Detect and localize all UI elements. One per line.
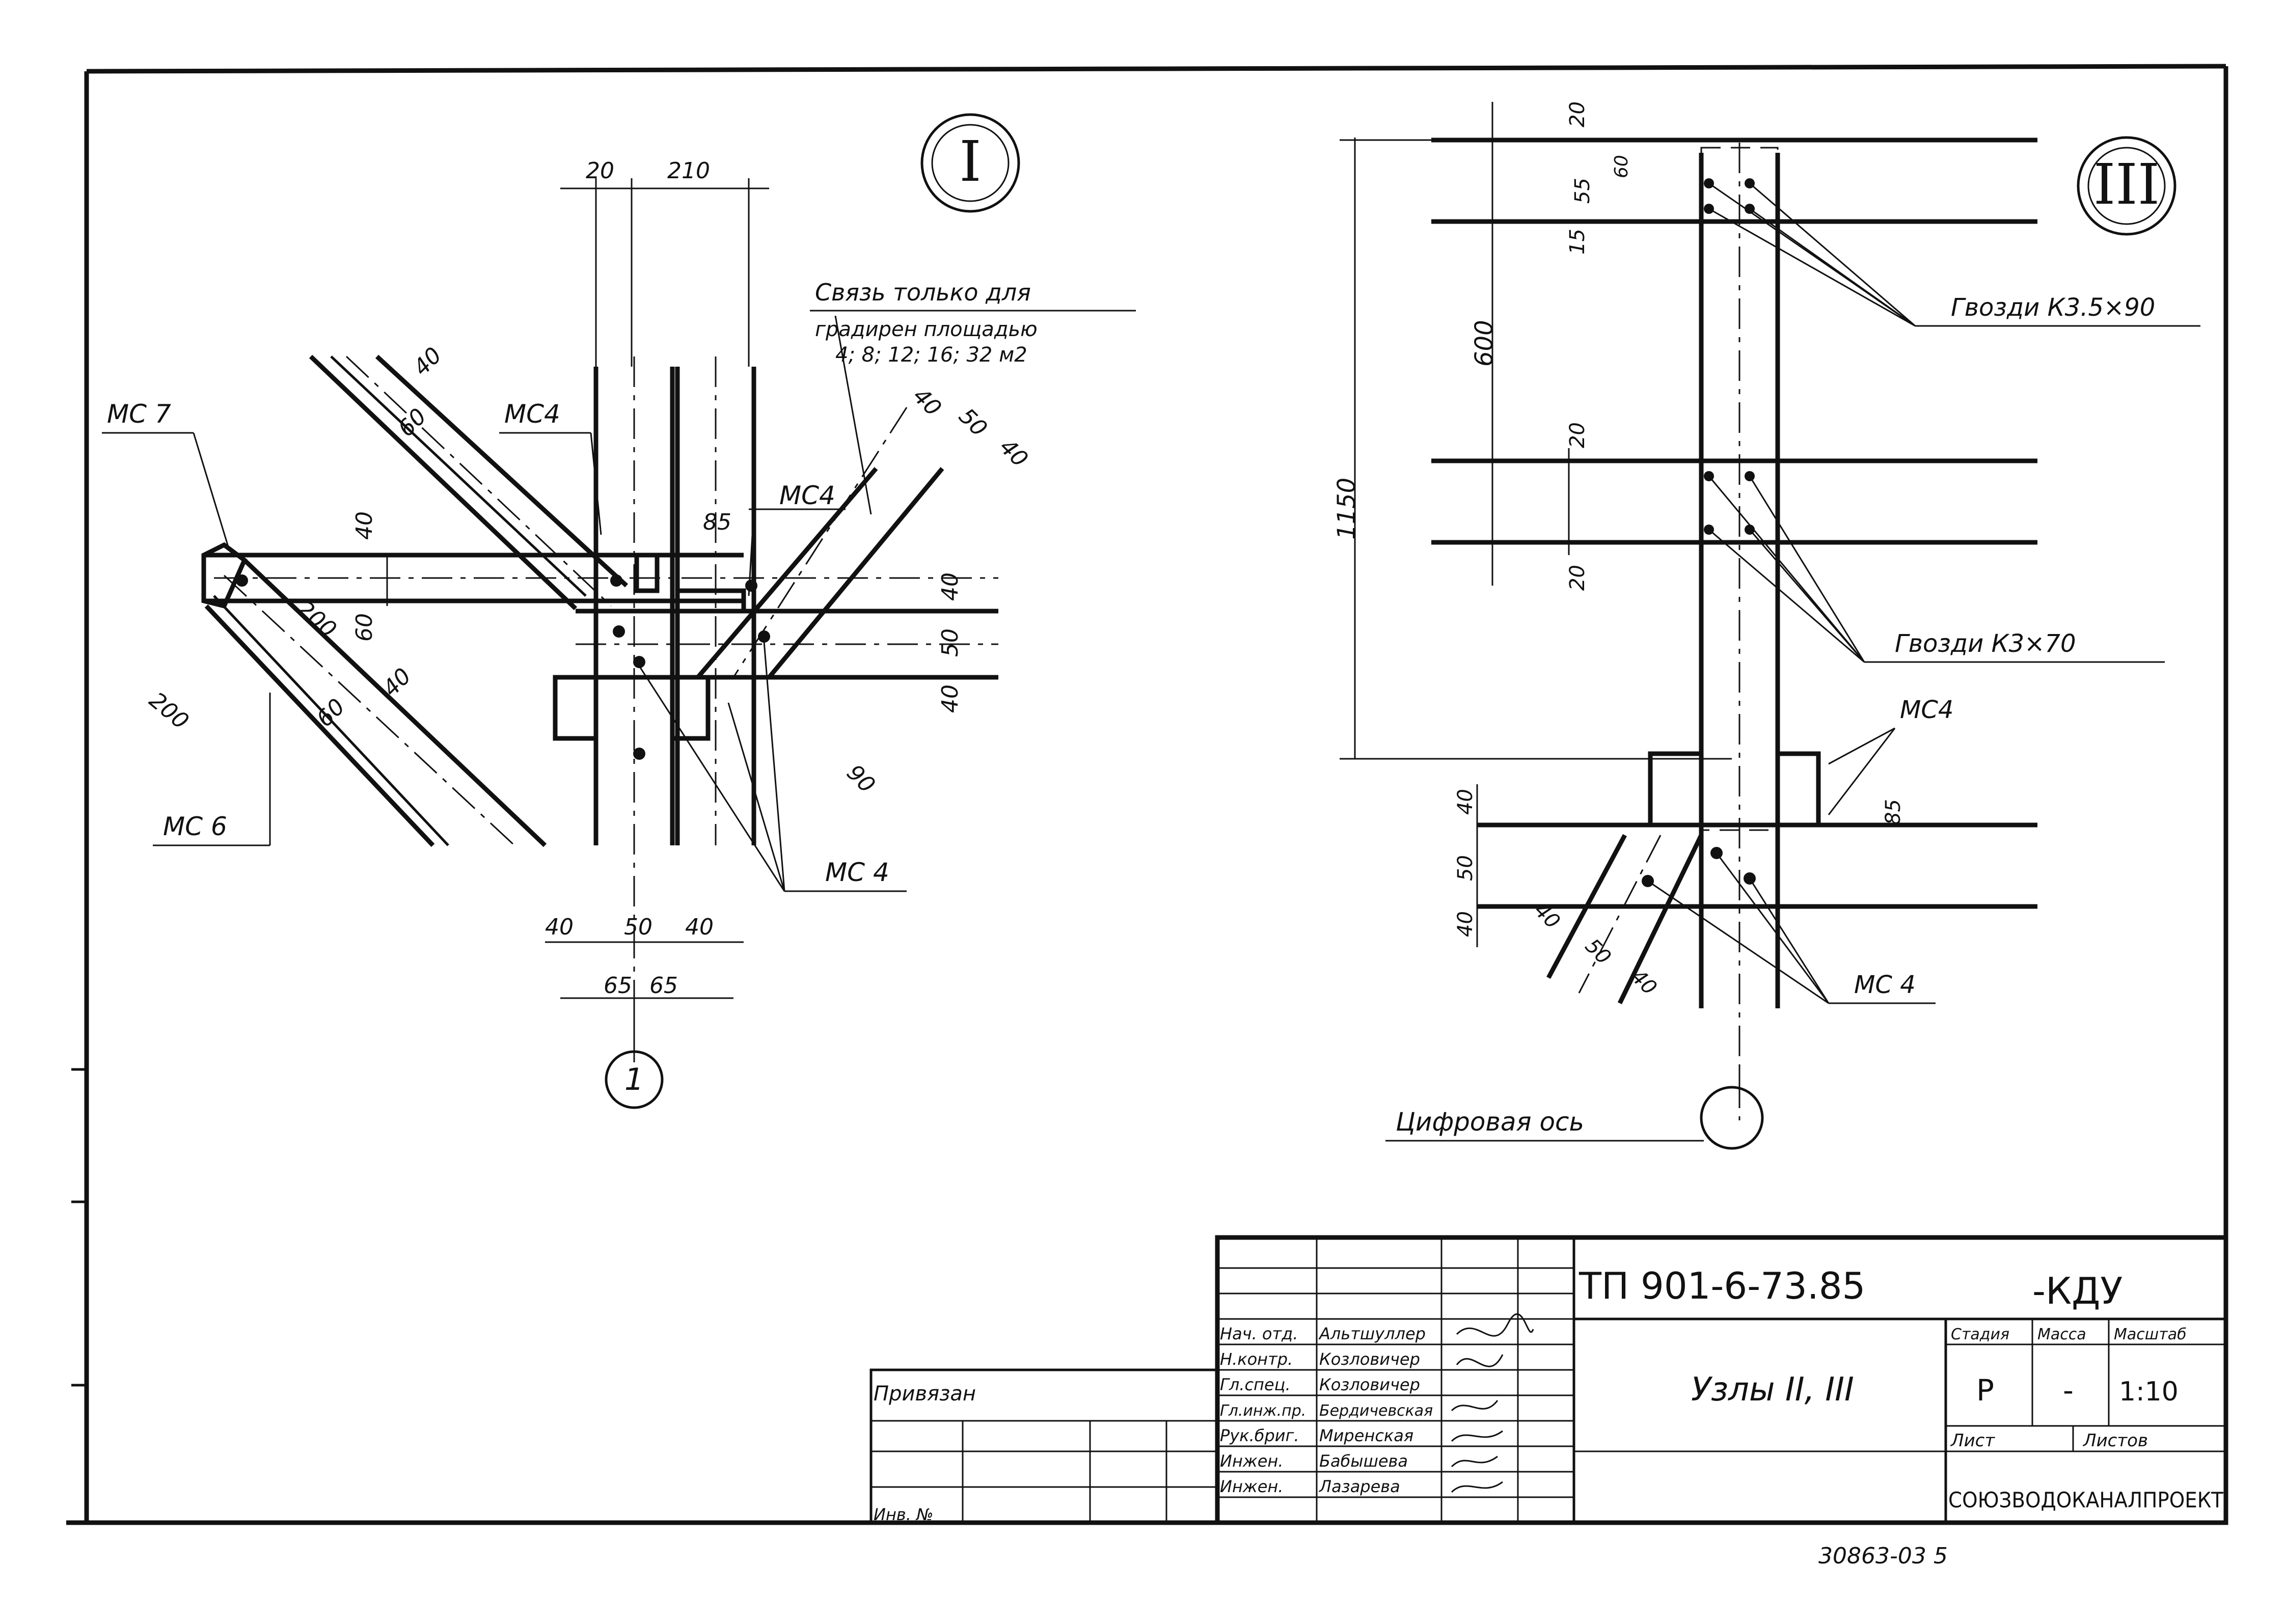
label-mc4-a: МС4 (504, 399, 560, 429)
svg-text:40: 40 (1454, 911, 1477, 937)
digital-axis-label: Цифровая ось (1396, 1107, 1584, 1137)
svg-text:20: 20 (1566, 422, 1589, 448)
svg-text:90: 90 (841, 760, 880, 799)
svg-text:1: 1 (624, 1062, 644, 1097)
svg-text:Масштаб: Масштаб (2114, 1326, 2187, 1343)
svg-text:-: - (2063, 1373, 2074, 1408)
svg-text:40: 40 (1530, 899, 1565, 934)
svg-text:55: 55 (1571, 178, 1594, 204)
sheet-frame (66, 64, 2228, 1525)
svg-text:Н.контр.: Н.контр. (1220, 1350, 1293, 1369)
svg-text:85: 85 (1882, 799, 1905, 825)
svg-text:Гл.инж.пр.: Гл.инж.пр. (1220, 1402, 1306, 1420)
label-mc4-b: МС4 (779, 481, 835, 510)
svg-text:20: 20 (1566, 101, 1589, 127)
label-mc4-node3-b: МС 4 (1854, 971, 1916, 999)
svg-text:Р: Р (1976, 1373, 1994, 1408)
svg-text:40: 40 (409, 342, 447, 381)
node-3-marker: III (2093, 152, 2160, 217)
svg-text:1150: 1150 (1332, 478, 1361, 540)
svg-text:Миренская: Миренская (1319, 1426, 1413, 1445)
svg-text:40: 40 (545, 914, 574, 940)
drawing-title: Узлы II, III (1691, 1371, 1854, 1409)
label-mc4-node3-a: МС4 (1900, 696, 1953, 724)
svg-text:40: 40 (908, 383, 946, 422)
svg-text:65: 65 (649, 973, 678, 999)
label-mc7: МС 7 (107, 399, 171, 429)
svg-text:40: 40 (937, 572, 963, 601)
svg-text:60: 60 (1611, 155, 1632, 178)
svg-text:600: 600 (1470, 320, 1499, 367)
svg-text:Инжен.: Инжен. (1220, 1451, 1283, 1471)
doc-code: ТП 901-6-73.85 (1579, 1264, 1865, 1307)
svg-text:20: 20 (586, 158, 614, 184)
svg-text:210: 210 (667, 158, 710, 184)
svg-text:Гл.спец.: Гл.спец. (1220, 1375, 1291, 1394)
svg-text:50: 50 (954, 403, 992, 442)
node-3-dimensions: 1150 600 20 60 55 15 20 20 85 40 50 40 4… (1332, 101, 1905, 1150)
svg-text:40: 40 (937, 684, 963, 713)
svg-text:Альтшуллер: Альтшуллер (1318, 1324, 1426, 1343)
brace-note-2: градирен площадью (815, 318, 1038, 341)
svg-text:Козловичер: Козловичер (1319, 1350, 1420, 1369)
label-mc6: МС 6 (163, 812, 227, 841)
node-1-labels: Связь только для градирен площадью 4; 8;… (102, 279, 1136, 892)
brace-note-3: 4; 8; 12; 16; 32 м2 (835, 343, 1027, 367)
svg-text:Бабышева: Бабышева (1319, 1451, 1408, 1471)
svg-text:Лазарева: Лазарева (1319, 1477, 1400, 1496)
brace-note-1: Связь только для (815, 279, 1031, 306)
organization: СОЮЗВОДОКАНАЛПРОЕКТ (1948, 1488, 2223, 1512)
footer-code: 30863-03 5 (1818, 1543, 1948, 1569)
svg-text:50: 50 (624, 914, 652, 940)
svg-text:50: 50 (1454, 855, 1477, 881)
svg-text:40: 40 (351, 511, 377, 540)
svg-text:40: 40 (1454, 789, 1477, 815)
svg-text:60: 60 (351, 613, 377, 642)
label-mc4-c: МС 4 (825, 858, 889, 887)
svg-text:85: 85 (703, 509, 731, 535)
svg-text:50: 50 (937, 628, 963, 657)
svg-text:Стадия: Стадия (1951, 1326, 2009, 1343)
svg-text:20: 20 (1566, 565, 1589, 591)
svg-text:Рук.бриг.: Рук.бриг. (1220, 1426, 1299, 1445)
svg-text:1:10: 1:10 (2119, 1377, 2179, 1407)
node-marker-circle (920, 113, 1020, 213)
svg-text:Лист: Лист (1950, 1430, 1995, 1451)
node-3-labels: Гвозди К3.5×90 Гвозди К3×70 МС4 МС 4 Циф… (1385, 182, 2200, 1142)
svg-text:40: 40 (378, 663, 417, 702)
bound-label: Привязан (874, 1382, 976, 1406)
node-1-drawing: I (201, 113, 1020, 1069)
node-1-marker: I (959, 129, 981, 194)
title-block: ТП 901-6-73.85 -КДУ Узлы II, III Стадия … (869, 1235, 2228, 1525)
svg-text:15: 15 (1566, 229, 1589, 255)
svg-text:Козловичер: Козловичер (1319, 1375, 1420, 1394)
svg-text:Бердичевская: Бердичевская (1319, 1402, 1433, 1420)
doc-suffix: -КДУ (2032, 1270, 2122, 1312)
svg-text:50: 50 (1581, 934, 1616, 970)
svg-text:60: 60 (393, 403, 432, 442)
svg-text:40: 40 (685, 914, 714, 940)
nails-label-a: Гвозди К3.5×90 (1951, 293, 2155, 322)
svg-text:Нач. отд.: Нач. отд. (1220, 1324, 1298, 1343)
svg-text:Масса: Масса (2037, 1326, 2086, 1343)
inv-label: Инв. № (874, 1505, 933, 1524)
svg-text:Инжен.: Инжен. (1220, 1477, 1283, 1496)
node-3-drawing: III (1431, 136, 2176, 1120)
nails-label-b: Гвозди К3×70 (1895, 629, 2076, 658)
svg-text:40: 40 (994, 434, 1033, 473)
svg-text:40: 40 (1626, 965, 1662, 1000)
svg-text:200: 200 (144, 687, 194, 734)
svg-text:65: 65 (604, 973, 632, 999)
svg-text:Листов: Листов (2082, 1430, 2148, 1451)
